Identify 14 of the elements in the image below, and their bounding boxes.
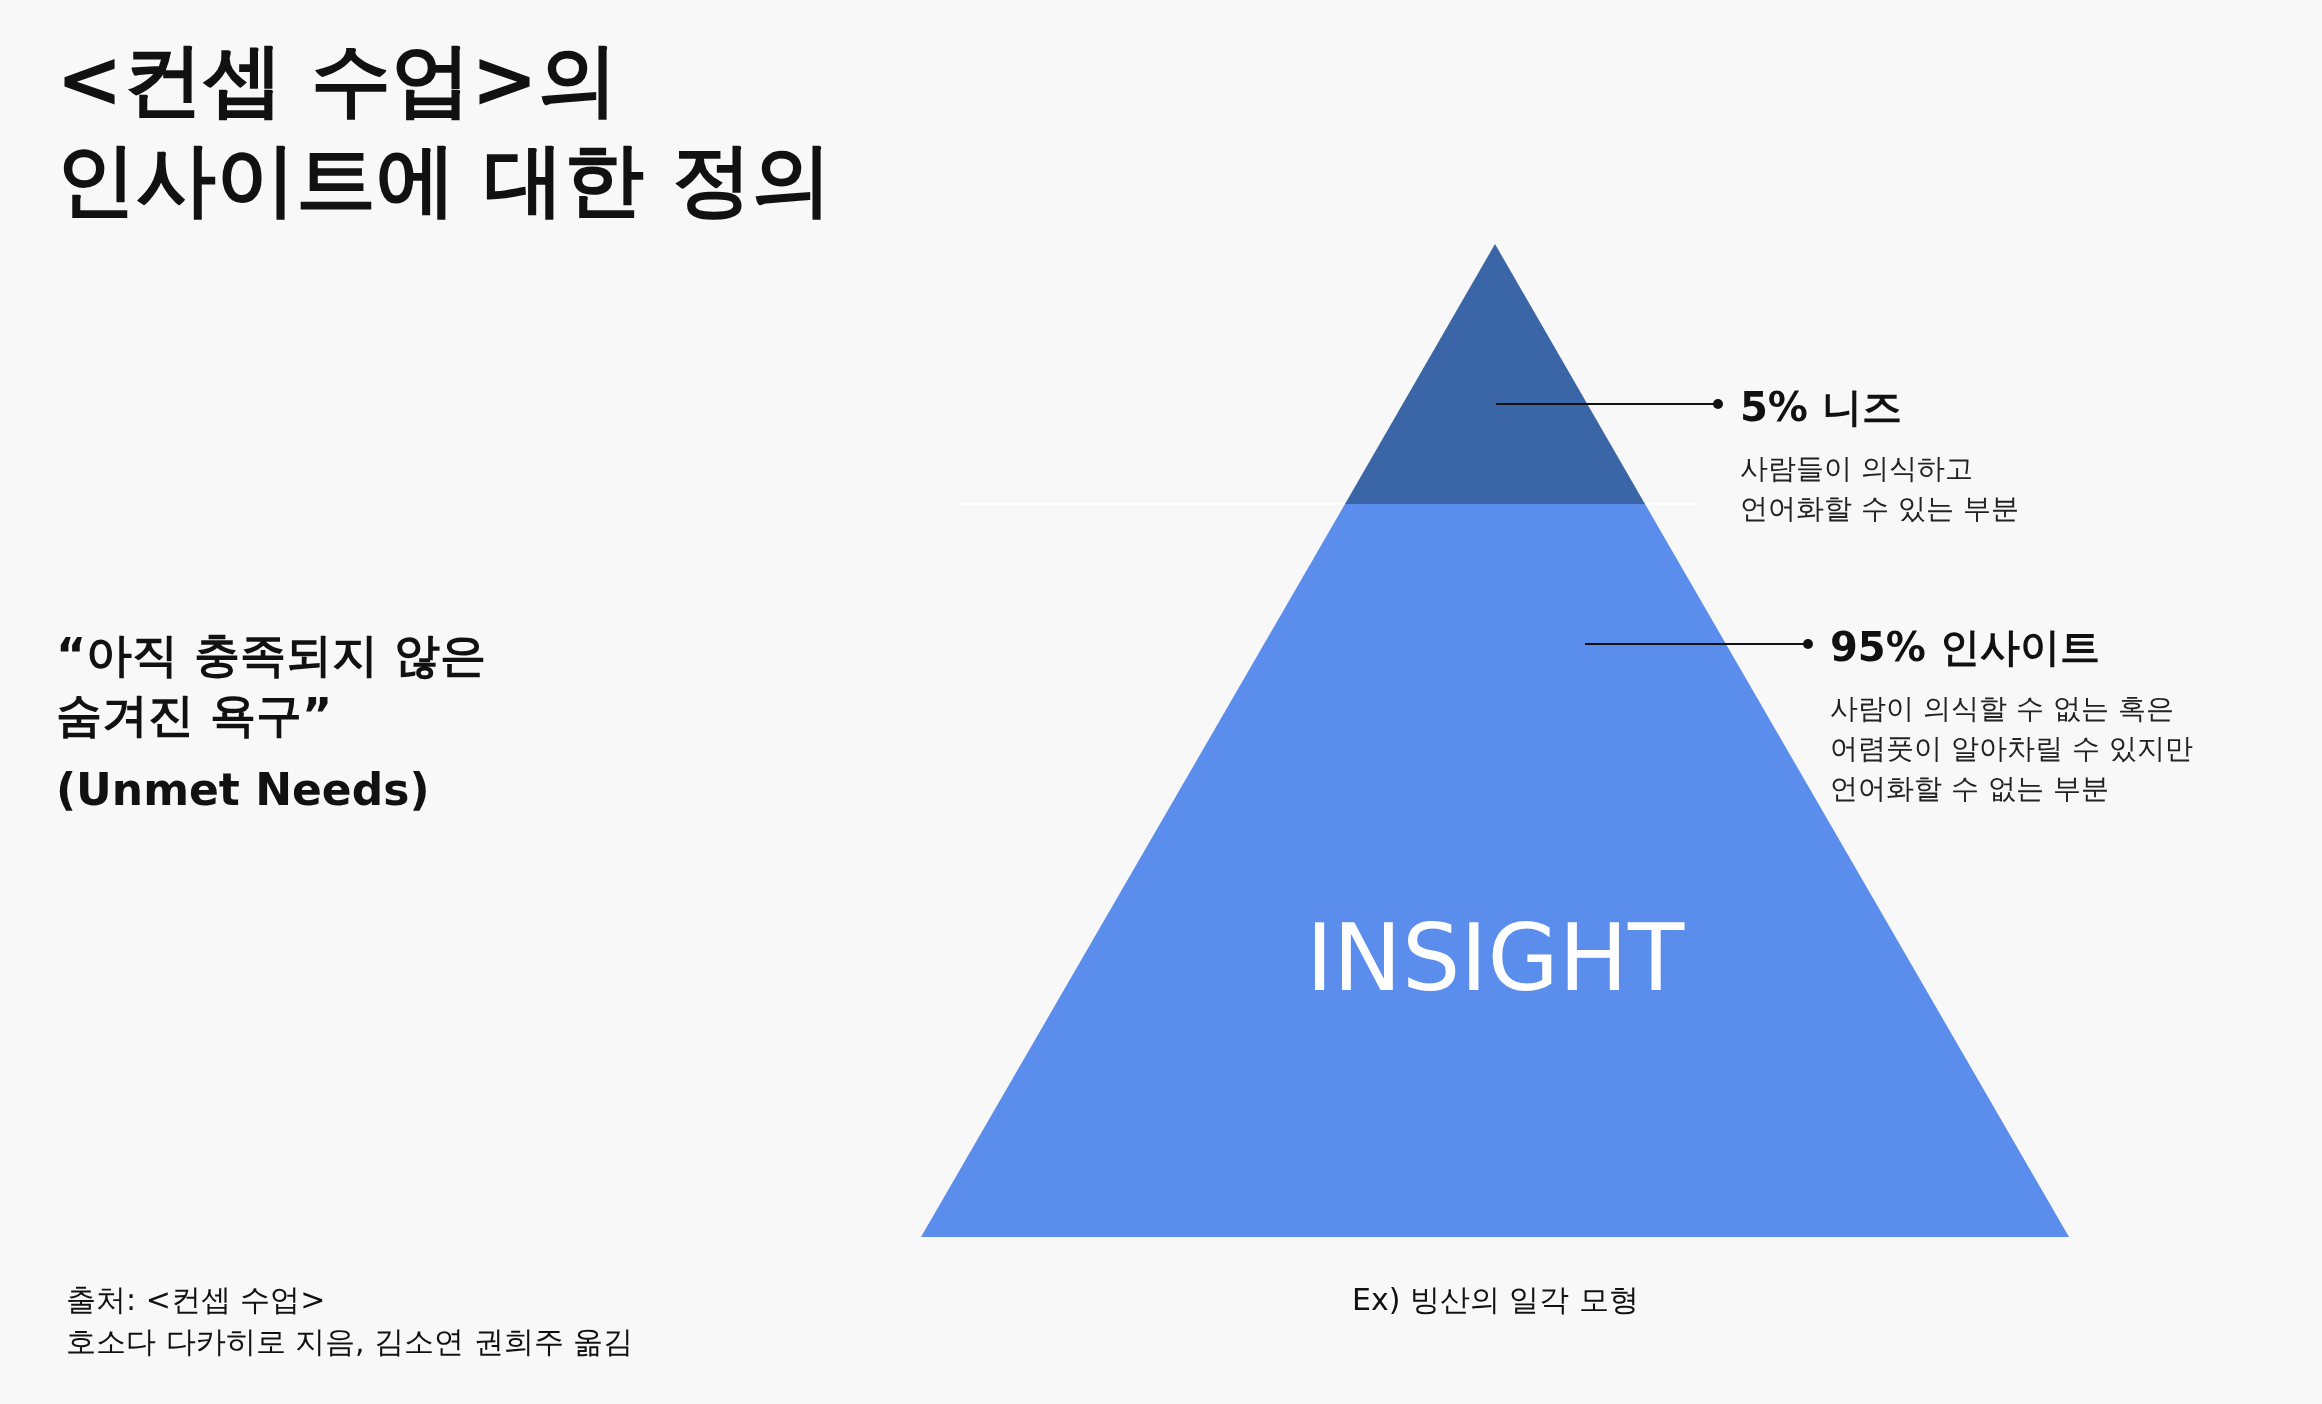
title: <컨셉 수업>의 인사이트에 대한 정의 — [56, 32, 833, 228]
example-caption: Ex) 빙산의 일각 모형 — [1352, 1281, 1641, 1319]
subtitle-text: (Unmet Needs) — [56, 763, 431, 817]
leader-line — [1584, 639, 1813, 649]
pyramid-top-triangle — [1345, 244, 1645, 504]
source-text: 호소다 다카히로 지음, 김소연 권희주 옮김 — [66, 1323, 635, 1361]
source-text: 출처: <컨셉 수업> — [66, 1281, 327, 1319]
callout-description: 사람이 의식할 수 없는 혹은 어렴풋이 알아차릴 수 있지만 언어화할 수 없는 부분 — [1830, 691, 2194, 807]
pyramid-label: INSIGHT — [1304, 904, 1686, 1014]
leader-line — [1495, 399, 1723, 409]
callout-heading: 5% 니즈 — [1740, 383, 1903, 432]
callout-heading: 95% 인사이트 — [1830, 623, 2101, 672]
quote-text: “아직 충족되지 않은 숨겨진 욕구” — [56, 627, 488, 744]
callout-description: 사람들이 의식하고 언어화할 수 있는 부분 — [1740, 451, 2020, 527]
